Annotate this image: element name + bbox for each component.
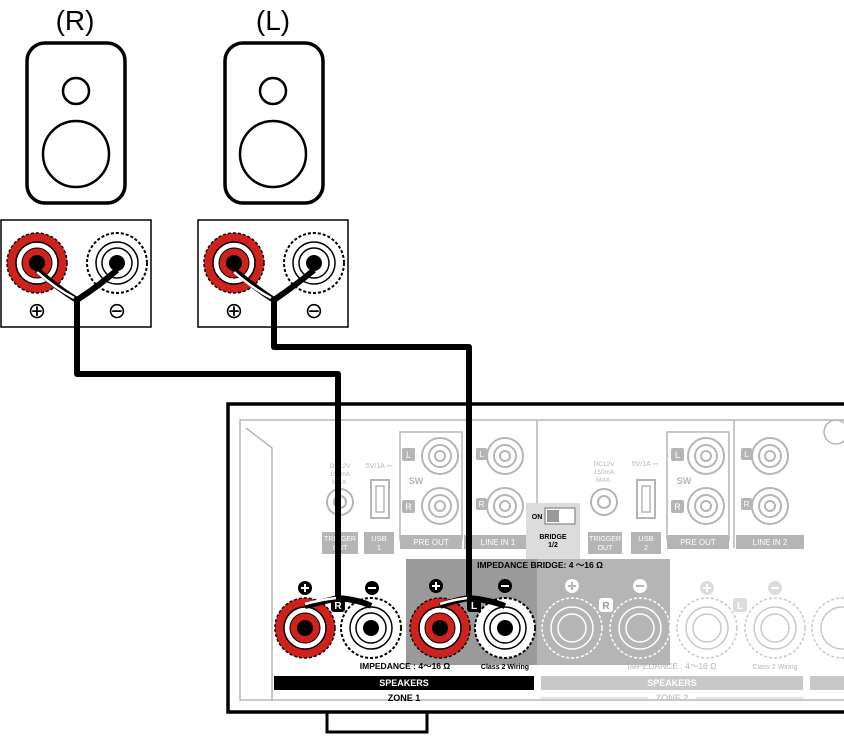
svg-text:150mA: 150mA xyxy=(594,469,615,476)
svg-text:L: L xyxy=(406,450,411,460)
zone2-posts xyxy=(541,597,671,659)
svg-text:OUT: OUT xyxy=(598,545,614,552)
zone1-label: ZONE 1 xyxy=(388,693,421,703)
zone2-left-badge: L xyxy=(737,601,743,612)
svg-text:USB: USB xyxy=(371,534,386,543)
plus-sign: ⊕ xyxy=(225,298,243,323)
plus-sign: ⊕ xyxy=(28,298,46,323)
minus-sign: ⊖ xyxy=(108,298,126,323)
speaker-right-label: (R) xyxy=(56,5,95,36)
svg-text:USB: USB xyxy=(638,534,653,543)
zone1-impedance-label: IMPEDANCE : 4～16 Ω xyxy=(360,661,451,671)
zone2-speakers-label: SPEAKERS xyxy=(647,678,697,688)
woofer-icon xyxy=(238,119,308,189)
svg-text:R: R xyxy=(405,502,412,512)
svg-text:MAX.: MAX. xyxy=(596,477,612,484)
usb-port-1: 5V/1A ⎓ USB 1 xyxy=(364,463,394,554)
zone1-right-plus-post xyxy=(274,597,336,659)
svg-text:LINE IN 2: LINE IN 2 xyxy=(753,538,788,547)
speaker-right xyxy=(25,41,127,205)
svg-text:1/2: 1/2 xyxy=(548,542,558,549)
line-in-1: L R LINE IN 1 xyxy=(464,437,532,549)
zone2-speakers-bar xyxy=(541,676,803,690)
tweeter-icon xyxy=(61,76,91,106)
zone1-speakers-label: SPEAKERS xyxy=(379,678,429,688)
zone1-right-badge: R xyxy=(334,601,342,612)
speaker-right-terminals: ⊕ ⊖ xyxy=(0,219,152,328)
line-in-2: L R LINE IN 2 xyxy=(736,437,804,549)
svg-text:SW: SW xyxy=(409,476,424,486)
pre-out-1: L R SW PRE OUT xyxy=(399,431,463,549)
speaker-cables xyxy=(35,267,507,609)
speaker-left-label: (L) xyxy=(256,5,290,36)
zone1-right-minus-post xyxy=(340,597,402,659)
speaker-left xyxy=(223,41,325,205)
minus-sign: ⊖ xyxy=(305,298,323,323)
svg-text:PRE OUT: PRE OUT xyxy=(680,538,716,547)
zone2-right-badge: R xyxy=(602,601,610,612)
usb-port-2: 5V/1A ⎓ USB 2 xyxy=(631,461,661,554)
svg-text:R: R xyxy=(674,502,681,512)
svg-text:2: 2 xyxy=(644,543,648,552)
zone1-speakers-bar xyxy=(274,676,534,690)
bridge-impedance-label: IMPEDANCE BRIDGE: 4 ～16 Ω xyxy=(477,560,603,570)
tweeter-icon xyxy=(258,76,288,106)
zone1-left-badge: L xyxy=(471,601,477,612)
svg-text:DC12V: DC12V xyxy=(594,461,616,468)
svg-text:TRIGGER: TRIGGER xyxy=(589,536,621,543)
svg-text:R: R xyxy=(744,500,750,509)
svg-text:5V/1A ⎓: 5V/1A ⎓ xyxy=(632,461,659,468)
woofer-icon xyxy=(41,119,111,189)
svg-text:R: R xyxy=(479,500,485,509)
svg-text:ON: ON xyxy=(532,514,543,521)
svg-text:L: L xyxy=(744,450,749,459)
zone1-left-plus-post xyxy=(409,597,471,659)
zone1-left-minus-post xyxy=(474,597,536,659)
svg-text:BRIDGE: BRIDGE xyxy=(539,534,567,541)
zone2-class2-label: Class 2 Wiring xyxy=(752,664,797,671)
svg-text:LINE IN 1: LINE IN 1 xyxy=(481,538,516,547)
svg-text:L: L xyxy=(479,450,484,459)
svg-text:L: L xyxy=(675,450,680,460)
pre-out-2: L R SW PRE OUT xyxy=(666,431,730,549)
amplifier-rear-panel: DC12V 150mA MAX. TRIGGER OUT 5V/1A ⎓ USB… xyxy=(226,402,844,734)
zone2-impedance-label: IMPEDANCE : 4～16 Ω xyxy=(627,661,716,671)
svg-text:1: 1 xyxy=(377,543,381,552)
svg-text:PRE OUT: PRE OUT xyxy=(413,538,449,547)
bridge-switch: ON BRIDGE 1/2 xyxy=(526,503,580,561)
zone1-class2-label: Class 2 Wiring xyxy=(481,664,529,671)
trigger-out-2: DC12V 150mA MAX. TRIGGER OUT xyxy=(588,461,622,554)
svg-text:SW: SW xyxy=(677,476,692,486)
zone2-label: ZONE 2 xyxy=(656,693,689,703)
svg-text:5V/1A ⎓: 5V/1A ⎓ xyxy=(366,463,393,470)
